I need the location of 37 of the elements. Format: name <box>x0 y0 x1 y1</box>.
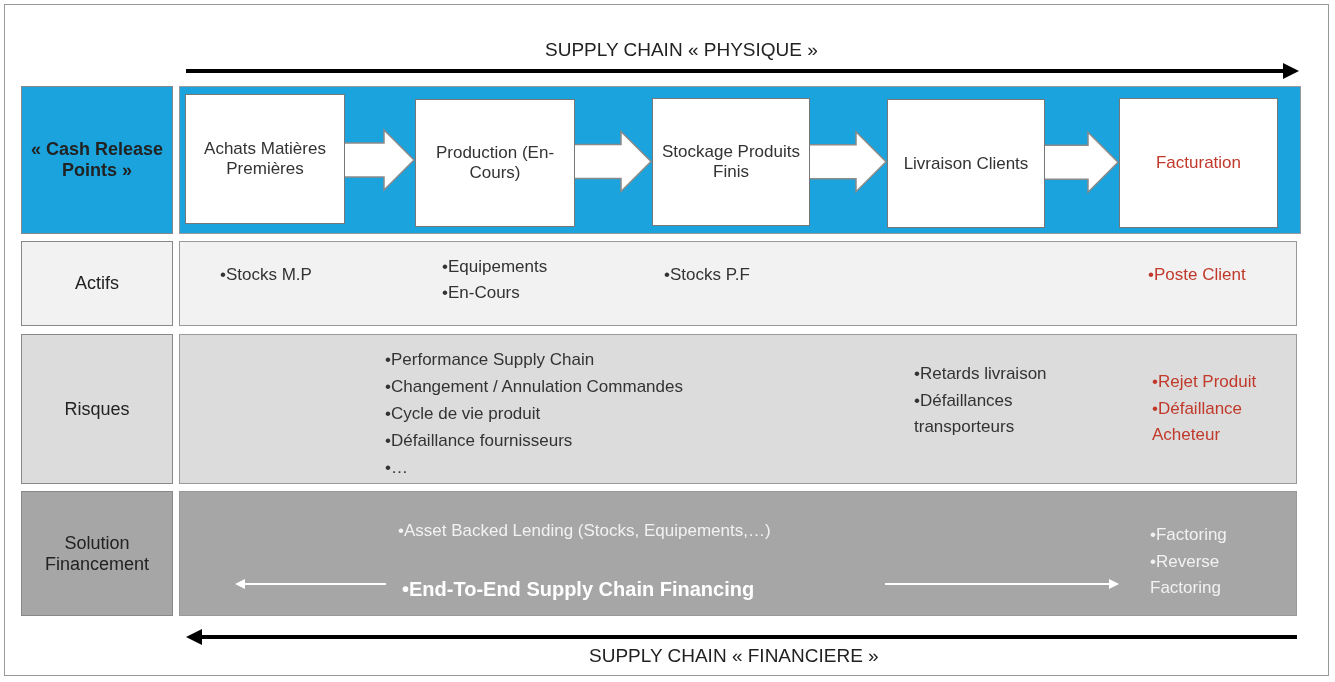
bullet-text: •Asset Backed Lending (Stocks, Equipements,…) <box>398 520 771 542</box>
row-header: Risques <box>21 334 173 484</box>
process-box: Facturation <box>1119 98 1278 228</box>
row-header: Actifs <box>21 241 173 326</box>
block-arrow <box>343 128 416 192</box>
bullet-text: •Changement / Annulation Commandes <box>385 376 683 398</box>
row-header: Solution Financement <box>21 491 173 616</box>
block-arrow <box>1043 130 1120 195</box>
bullet-text: •Défaillance Acheteur <box>1152 398 1244 446</box>
bullet-text: •Factoring <box>1150 524 1227 546</box>
block-arrow <box>573 129 653 194</box>
bullet-text: •Rejet Produit <box>1152 371 1257 393</box>
axis-title: SUPPLY CHAIN « FINANCIERE » <box>589 645 879 667</box>
process-box: Achats Matières Premières <box>185 94 345 224</box>
bullet-text: •Equipements <box>442 256 548 278</box>
bullet-text: •Poste Client <box>1148 264 1246 286</box>
bullet-text: •End-To-End Supply Chain Financing <box>402 577 755 602</box>
bullet-text: •Reverse Factoring <box>1150 551 1222 599</box>
axis-title: SUPPLY CHAIN « PHYSIQUE » <box>545 39 818 61</box>
process-box: Stockage Produits Finis <box>652 98 810 226</box>
block-arrow <box>808 129 888 194</box>
bullet-text: •… <box>385 457 408 479</box>
row-band <box>179 491 1297 616</box>
process-box: Livraison Clients <box>887 99 1045 228</box>
bullet-text: •Performance Supply Chain <box>385 349 595 371</box>
row-band <box>179 241 1297 326</box>
bullet-text: •Stocks M.P <box>220 264 312 286</box>
bullet-text: •En-Cours <box>442 282 520 304</box>
row-band <box>179 334 1297 484</box>
process-box: Production (En-Cours) <box>415 99 575 227</box>
row-header: « Cash Release Points » <box>21 86 173 234</box>
bullet-text: •Retards livraison <box>914 363 1047 385</box>
row-band <box>179 86 1301 234</box>
bullet-text: •Cycle de vie produit <box>385 403 541 425</box>
bullet-text: •Stocks P.F <box>664 264 750 286</box>
bullet-text: •Défaillance fournisseurs <box>385 430 573 452</box>
bullet-text: •Défaillances transporteurs <box>914 390 1016 438</box>
